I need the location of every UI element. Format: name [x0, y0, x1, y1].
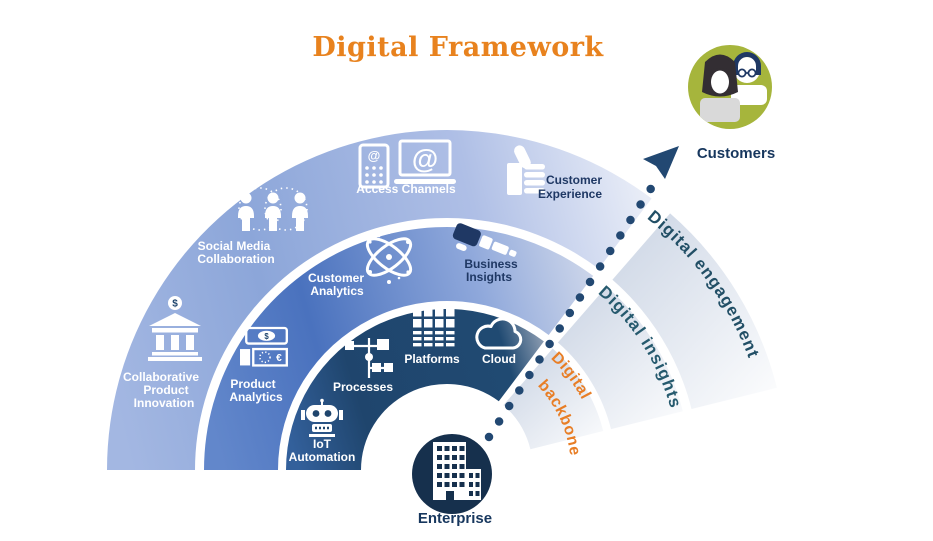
- outer-item-label: Collaborative: [123, 370, 199, 384]
- middle-item-label: Insights: [466, 270, 512, 284]
- middle-item-label: Customer: [308, 271, 364, 285]
- thumbs-up-icon: [507, 145, 545, 195]
- outer-item-label: Customer: [546, 173, 602, 187]
- inner-item-label: Platforms: [404, 352, 460, 366]
- grid-icon: [413, 308, 455, 347]
- svg-text:$: $: [264, 332, 269, 341]
- flow-dotted-line: [484, 182, 657, 442]
- bank-icon: $: [148, 296, 202, 361]
- telescope-icon: [452, 223, 517, 257]
- outer-item-label: Social Media: [198, 239, 271, 253]
- flowchart-icon: [345, 338, 393, 378]
- customers-label: Customers: [697, 145, 775, 162]
- middle-item-label: Business: [464, 257, 518, 271]
- svg-text:@: @: [412, 144, 438, 174]
- middle-item-label: Analytics: [229, 390, 283, 404]
- insights-ring-fade: [557, 286, 683, 430]
- outer-item-label: Access Channels: [356, 182, 456, 196]
- inner-item-label: Cloud: [482, 352, 516, 366]
- backbone-ring-fade: [503, 348, 604, 450]
- robot-icon: [301, 398, 343, 437]
- enterprise-label: Enterprise: [418, 510, 492, 527]
- building-icon: [433, 442, 481, 500]
- inner-item-label: IoT: [313, 437, 332, 451]
- atom-icon: [365, 230, 413, 284]
- banknotes-icon: $ €: [240, 326, 288, 367]
- people-network-icon: [238, 187, 308, 231]
- outer-item-label: Collaboration: [197, 252, 274, 266]
- outer-item-label: Experience: [538, 187, 602, 201]
- cloud-icon: [475, 317, 523, 350]
- engagement-ring-fade: [612, 213, 777, 409]
- customers-node: Customers: [688, 45, 775, 162]
- outer-item-label: Innovation: [134, 396, 195, 410]
- svg-text:€: €: [276, 353, 282, 364]
- devices-icon: @ @: [358, 139, 456, 189]
- insights-ring: [204, 226, 594, 470]
- enterprise-node: Enterprise: [412, 434, 492, 527]
- flow-arrowhead-icon: [643, 146, 679, 179]
- middle-item-label: Product: [230, 377, 275, 391]
- inner-item-label: Processes: [333, 380, 393, 394]
- outer-item-label: Product: [143, 383, 188, 397]
- inner-item-label: Automation: [289, 450, 356, 464]
- svg-text:$: $: [172, 299, 178, 310]
- page-title: Digital Framework: [312, 32, 604, 63]
- middle-item-label: Analytics: [310, 284, 364, 298]
- svg-text:@: @: [368, 148, 381, 163]
- two-people-icon: [700, 52, 767, 122]
